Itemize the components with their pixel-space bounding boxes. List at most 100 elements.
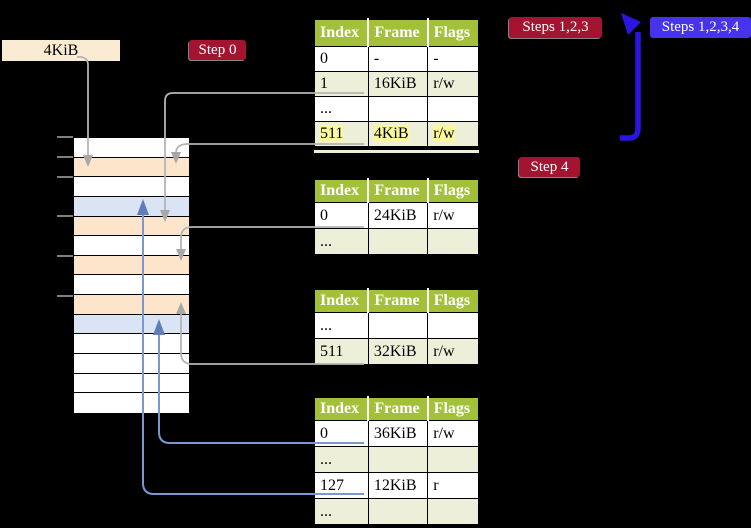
cell-flags xyxy=(427,96,480,122)
cell-text: 4KiB xyxy=(373,125,409,142)
cell-index: 0 xyxy=(313,46,369,72)
cell-index: 127 xyxy=(313,472,369,499)
table-row: 511 32KiB r/w xyxy=(313,338,480,366)
page-table-3: Index Frame Flags ... 511 32KiB r/w xyxy=(313,288,480,366)
memory-frame-row xyxy=(74,236,189,256)
cell-text: r/w xyxy=(433,206,455,224)
column-header-flags: Flags xyxy=(426,19,479,47)
cell-flags: r/w xyxy=(427,420,480,447)
page-size-label: 4KiB xyxy=(2,40,120,61)
memory-frame-row xyxy=(74,255,189,276)
cell-text: r/w xyxy=(433,342,455,360)
cell-flags: r/w xyxy=(427,202,480,229)
cell-text: r/w xyxy=(433,75,455,92)
cell-text: ... xyxy=(320,502,332,520)
cell-text: 0 xyxy=(320,206,328,224)
memory-tick xyxy=(57,136,73,138)
column-header-frame: Frame xyxy=(367,179,428,203)
column-header-flags: Flags xyxy=(426,289,479,313)
memory-frame-row xyxy=(74,196,189,217)
column-header-flags: Flags xyxy=(426,179,479,203)
memory-tick xyxy=(57,295,73,297)
column-header-index: Index xyxy=(314,19,369,47)
cell-frame: - xyxy=(367,46,429,72)
memory-tick xyxy=(57,176,73,178)
memory-frame-row xyxy=(74,354,189,374)
table-row: 1 16KiB r/w xyxy=(313,71,480,97)
cell-frame: 24KiB xyxy=(367,202,429,229)
column-header-index: Index xyxy=(314,289,369,313)
cell-frame: 16KiB xyxy=(367,71,429,97)
cell-text: 511 xyxy=(320,342,344,360)
column-header-frame: Frame xyxy=(367,289,428,313)
cell-text: 0 xyxy=(320,424,328,442)
cell-flags: - xyxy=(427,46,480,72)
cell-flags xyxy=(427,498,480,526)
memory-tick xyxy=(57,255,73,257)
table-header-row: Index Frame Flags xyxy=(314,397,479,421)
steps123-label: Steps 1,2,3 xyxy=(509,17,602,38)
cell-frame xyxy=(367,446,429,473)
cell-text: r xyxy=(433,476,439,494)
table-row: ... xyxy=(313,96,480,122)
cell-text: ... xyxy=(320,100,332,117)
cell-index: 0 xyxy=(313,420,369,447)
step4-label: Step 4 xyxy=(519,157,580,177)
cell-frame: 4KiB xyxy=(367,121,429,148)
cell-frame xyxy=(367,498,429,526)
cell-index: ... xyxy=(313,312,369,339)
cell-text: - xyxy=(373,50,380,67)
cell-flags: r/w xyxy=(427,338,480,366)
arrow-loop-to-steps123 xyxy=(620,32,641,141)
cell-index: ... xyxy=(313,96,369,122)
table-header-row: Index Frame Flags xyxy=(314,289,479,313)
cell-text: 127 xyxy=(320,476,344,494)
cell-text: ... xyxy=(320,450,332,468)
table-row: 127 12KiB r xyxy=(313,472,480,499)
memory-frame-row xyxy=(74,275,189,296)
column-header-frame: Frame xyxy=(367,397,428,421)
cell-index: 1 xyxy=(313,71,369,97)
cell-index: 511 xyxy=(313,338,369,366)
table-row: ... xyxy=(313,498,480,526)
cell-text: 12KiB xyxy=(373,476,417,494)
page-table-1: Index Frame Flags 0 - - 1 16KiB r/w ... … xyxy=(313,18,480,148)
column-header-flags: Flags xyxy=(426,397,479,421)
cell-text: 24KiB xyxy=(373,206,417,224)
column-header-frame: Frame xyxy=(367,19,428,47)
table-row: 0 24KiB r/w xyxy=(313,202,480,229)
cell-text: - xyxy=(433,50,439,67)
memory-frame-row xyxy=(74,393,189,413)
memory-frame-row xyxy=(74,314,189,335)
cell-text: 511 xyxy=(320,125,344,142)
cell-index: 0 xyxy=(313,202,369,229)
table-row: 0 - - xyxy=(313,46,480,72)
cell-text: 1 xyxy=(320,75,328,92)
table-row: 0 36KiB r/w xyxy=(313,420,480,447)
cell-flags xyxy=(427,312,480,339)
table-row: ... xyxy=(313,228,480,256)
cell-text: 36KiB xyxy=(373,424,417,442)
cell-flags xyxy=(427,228,480,256)
memory-frame-row xyxy=(74,334,189,355)
cell-index: ... xyxy=(313,446,369,473)
steps1234-label: Steps 1,2,3,4 xyxy=(650,17,751,38)
page-table-2: Index Frame Flags 0 24KiB r/w ... xyxy=(313,178,480,256)
cell-flags xyxy=(427,446,480,473)
page-table-4: Index Frame Flags 0 36KiB r/w ... 127 12… xyxy=(313,396,480,526)
cell-text: 0 xyxy=(320,50,328,67)
memory-frame-row xyxy=(74,295,189,315)
cell-text: 32KiB xyxy=(373,342,417,360)
cell-text: 16KiB xyxy=(373,75,417,92)
cell-text: r/w xyxy=(433,424,455,442)
cell-text: ... xyxy=(320,316,332,334)
cell-flags: r/w xyxy=(427,121,480,148)
arrow-loop-to-steps123-head xyxy=(621,13,641,35)
cell-frame xyxy=(367,312,429,339)
cell-flags: r/w xyxy=(427,71,480,97)
cell-flags: r xyxy=(427,472,480,499)
cell-frame: 32KiB xyxy=(367,338,429,366)
cell-frame xyxy=(367,96,429,122)
cell-frame: 36KiB xyxy=(367,420,429,447)
